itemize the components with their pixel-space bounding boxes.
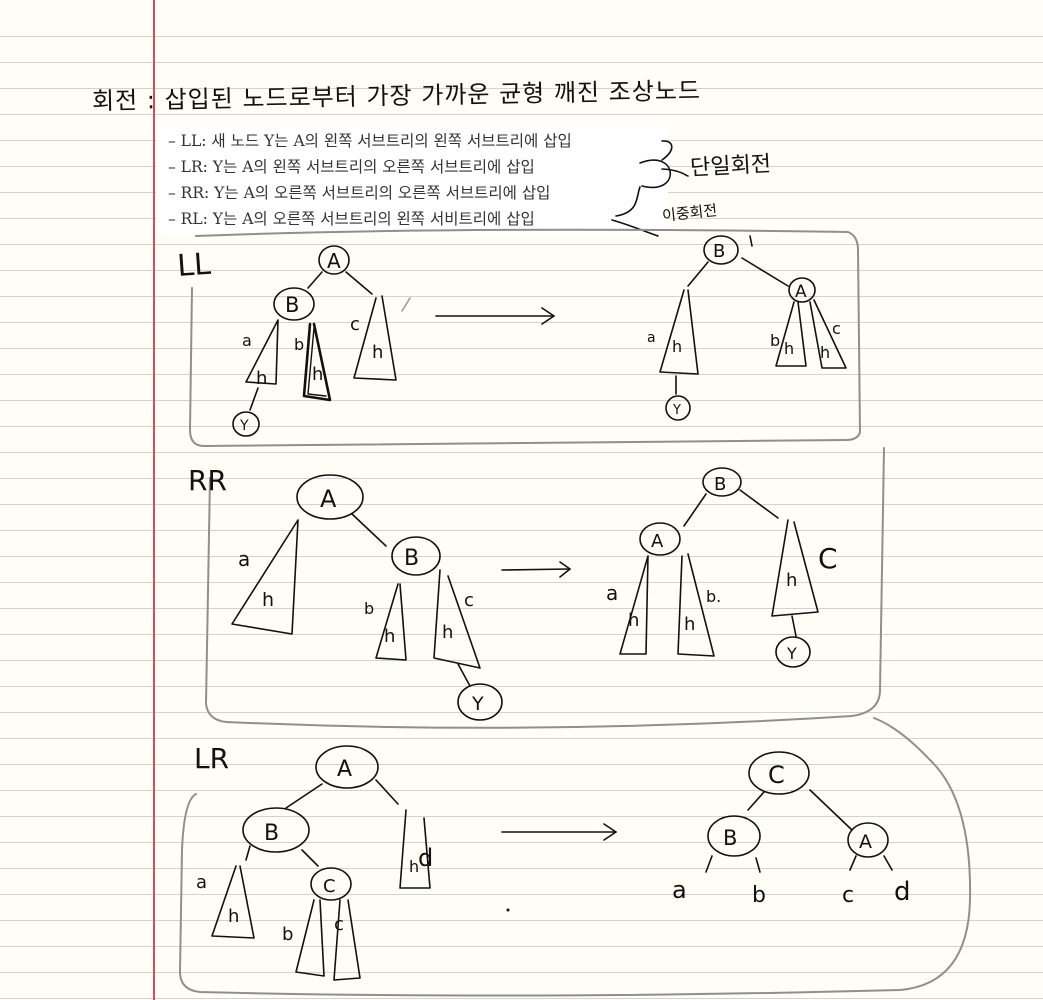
svg-text:B: B	[404, 546, 419, 571]
svg-text:d: d	[418, 844, 433, 872]
rr-label: RR	[188, 464, 227, 497]
svg-text:b: b	[364, 599, 374, 618]
lr-after-node-c	[748, 751, 810, 795]
rr-node-b	[391, 536, 441, 576]
svg-text:a: a	[242, 331, 252, 350]
rotation-rules-box: – LL: 새 노드 Y는 A의 왼쪽 서브트리의 왼쪽 서브트리에 삽입 – …	[156, 124, 668, 234]
lr-frame	[179, 717, 972, 997]
svg-text:a: a	[606, 581, 618, 605]
rr-after-node-a	[639, 522, 681, 556]
svg-text:b: b	[294, 335, 304, 354]
svg-text:d: d	[894, 877, 911, 907]
svg-text:c: c	[832, 319, 841, 338]
ll-after-node-y	[665, 395, 691, 421]
rr-node-a	[296, 474, 364, 520]
lr-label: LR	[194, 742, 229, 775]
svg-text:h: h	[820, 343, 830, 362]
rr-frame	[205, 447, 885, 729]
ll-before-tree: A B c h a h Y b h	[232, 245, 411, 437]
lr-after-node-a	[847, 822, 889, 858]
svg-text:B: B	[714, 474, 726, 495]
rr-node-y	[457, 683, 503, 721]
lr-before-tree: A B d h C a h b c	[196, 745, 510, 981]
lr-section: LR A B d h C a h b c	[179, 717, 972, 997]
svg-text:A: A	[327, 249, 341, 273]
svg-text:Y: Y	[471, 693, 484, 715]
svg-text:a: a	[647, 330, 656, 346]
svg-text:b: b	[770, 331, 780, 350]
svg-text:h: h	[384, 626, 395, 647]
svg-text:C: C	[323, 876, 336, 897]
svg-text:C: C	[768, 761, 785, 789]
rule-rr: – RR: Y는 A의 오른쪽 서브트리의 오른쪽 서브트리에 삽입	[168, 184, 551, 202]
margin-line	[153, 0, 155, 1000]
svg-text:h: h	[228, 906, 239, 927]
rule-rl: – RL: Y는 A의 오른쪽 서브트리의 왼쪽 서비트리에 삽입	[168, 210, 535, 228]
rr-before-tree: A B a h b h c h Y	[231, 474, 503, 721]
ll-after-node-a	[788, 277, 816, 303]
svg-text:A: A	[337, 757, 352, 782]
svg-text:a: a	[238, 547, 250, 571]
svg-text:Y: Y	[786, 644, 797, 663]
svg-text:Y: Y	[239, 418, 249, 434]
svg-text:B: B	[713, 241, 725, 262]
svg-text:A: A	[651, 531, 664, 552]
rr-after-node-b	[702, 467, 742, 497]
ll-after-node-b	[703, 235, 739, 265]
lr-after-node-b	[707, 815, 761, 857]
svg-text:h: h	[784, 339, 794, 358]
rr-after-tree: B A a h b. h C h Y	[606, 467, 838, 668]
lr-node-c	[310, 867, 352, 901]
lr-node-a	[315, 745, 379, 789]
rules-braces	[611, 140, 689, 237]
rr-after-node-y	[775, 636, 811, 668]
ll-node-b	[273, 287, 315, 321]
ll-after-tree: B A a h Y b h c h	[647, 235, 847, 421]
svg-text:b: b	[282, 924, 293, 945]
svg-text:B: B	[285, 293, 299, 317]
svg-text:B: B	[723, 826, 737, 850]
svg-text:b: b	[752, 883, 766, 908]
svg-text:h: h	[372, 342, 383, 363]
svg-text:a: a	[672, 876, 687, 904]
svg-text:c: c	[464, 590, 474, 611]
lr-after-tree: C B A a b c d	[672, 751, 911, 908]
svg-text:h: h	[442, 622, 453, 643]
svg-text:h: h	[256, 368, 267, 389]
svg-text:h: h	[262, 589, 274, 611]
svg-text:a: a	[196, 872, 207, 893]
svg-text:A: A	[795, 282, 807, 302]
svg-text:h: h	[786, 570, 797, 591]
rule-lr: – LR: Y는 A의 왼쪽 서브트리의 오른쪽 서브트리에 삽입	[168, 158, 535, 176]
lr-node-b	[242, 807, 310, 853]
ll-label: LL	[176, 247, 212, 284]
svg-text:Y: Y	[672, 403, 681, 418]
rule-ll: – LL: 새 노드 Y는 A의 왼쪽 서브트리의 왼쪽 서브트리에 삽입	[168, 132, 572, 150]
rr-arrow	[501, 568, 571, 571]
svg-text:b.: b.	[706, 587, 721, 606]
ll-node-a	[318, 245, 350, 275]
svg-text:c: c	[350, 314, 360, 335]
svg-text:h: h	[409, 857, 419, 876]
svg-text:h: h	[312, 364, 323, 385]
ll-node-y	[232, 411, 260, 437]
svg-text:h: h	[672, 337, 682, 356]
svg-text:A: A	[320, 485, 337, 513]
svg-text:h: h	[628, 610, 639, 631]
svg-text:c: c	[334, 914, 344, 935]
svg-text:A: A	[859, 831, 872, 853]
ll-section: LL A B c h a h Y b h	[176, 228, 861, 447]
svg-text:c: c	[842, 883, 854, 908]
svg-text:B: B	[264, 821, 279, 846]
ll-frame	[189, 228, 861, 447]
svg-text:h: h	[684, 614, 695, 635]
rr-section: RR A B a h b h c h Y	[188, 447, 885, 729]
svg-text:C: C	[818, 542, 838, 575]
